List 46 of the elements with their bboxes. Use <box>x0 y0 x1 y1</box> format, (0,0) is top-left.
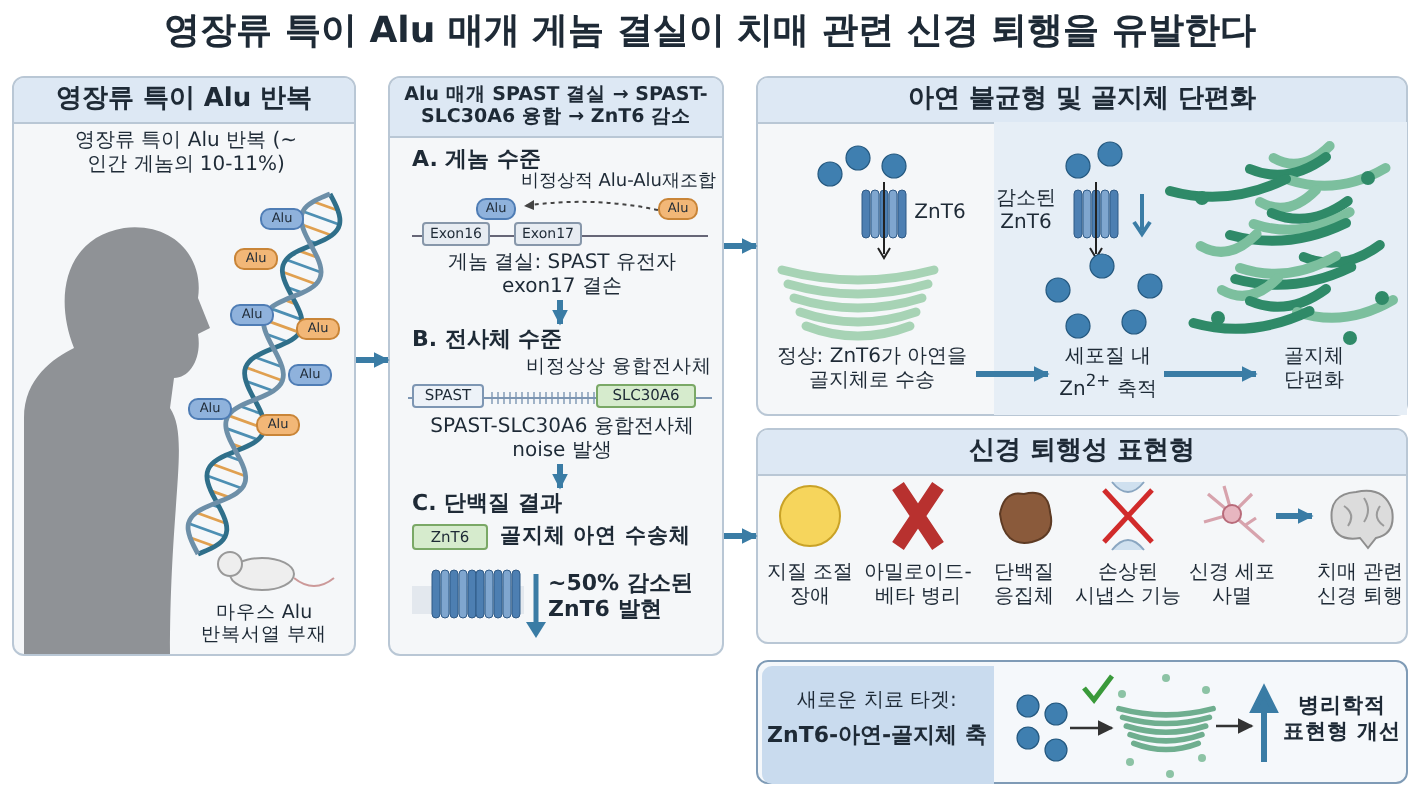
arrow <box>356 352 390 368</box>
phenotype-label: 신경 세포 사멸 <box>1186 562 1278 610</box>
target-title: ZnT6-아연-골지체 축 <box>765 721 989 748</box>
phenotype-label: 아밀로이드-베타 병리 <box>862 562 974 610</box>
panel <box>756 428 1408 644</box>
step-caption: 정상: ZnT6가 아연을 골지체로 수송 <box>766 346 978 406</box>
section-heading: A. 게놈 수준 <box>412 146 544 172</box>
section-heading: B. 전사체 수준 <box>412 326 565 353</box>
panel-header: 영장류 특이 Alu 반복 <box>14 78 354 124</box>
phenotype-label: 치매 관련 신경 퇴행 <box>1314 562 1406 610</box>
step-caption: 골지체 단편화 <box>1258 346 1370 406</box>
panel <box>756 76 1408 416</box>
panel-header: Alu 매개 SPAST 결실 → SPAST-SLC30A6 융합 → ZnT6 감소 <box>390 78 722 138</box>
panel-header: 신경 퇴행성 표현형 <box>758 430 1406 476</box>
subtitle: 영장류 특이 Alu 반복 (~인간 게놈의 10-11%) <box>73 130 299 178</box>
step-caption: 세포질 내 Zn$^{2+}$ 축적 <box>1050 346 1166 406</box>
section-heading: C. 단백질 결과 <box>412 490 564 517</box>
panel <box>12 76 356 656</box>
arrow <box>552 464 568 490</box>
result-text: ~50% 감소된 ZnT6 발현 <box>548 570 695 623</box>
arrow <box>1276 508 1314 524</box>
target-label: 새로운 치료 타겟: <box>795 689 959 713</box>
phenotype-label: 손상된 시냅스 기능 <box>1072 562 1184 610</box>
arrow <box>1164 366 1258 382</box>
annotation: 비정상상 융합전사체 <box>523 356 712 379</box>
description: 골지체 아연 수송체 <box>500 524 693 550</box>
annotation: 비정상적 Alu-Alu재조합 <box>518 172 716 194</box>
diagram-title: 영장류 특이 Alu 매개 게놈 결실이 치매 관련 신경 퇴행을 유발한다 <box>162 10 1258 54</box>
fusion-text: SPAST-SLC30A6 융합전사체 noise 발생 <box>428 416 696 464</box>
panel <box>388 76 724 656</box>
arrow <box>724 238 758 254</box>
protein-label: ZnT6 <box>912 200 968 226</box>
panel <box>756 660 1408 784</box>
arrow <box>552 300 568 326</box>
arrow <box>976 366 1050 382</box>
target-box <box>761 665 993 783</box>
deletion-text: 게놈 결실: SPAST 유전자 exon17 결손 <box>446 252 678 300</box>
arrow <box>1070 720 1114 736</box>
arrow <box>1216 718 1254 734</box>
outcome-text: 병리학적 표현형 개선 <box>1281 694 1403 745</box>
arrow <box>724 528 758 544</box>
phenotype-label: 단백질 응집체 <box>992 562 1056 610</box>
phenotype-label: 지질 조절 장애 <box>764 562 856 610</box>
mouse-caption: 마우스 Alu 반복서열 부재 <box>198 602 330 648</box>
protein-label: 감소된 ZnT6 <box>994 186 1058 238</box>
panel-header: 아연 불균형 및 골지체 단편화 <box>758 78 1406 124</box>
